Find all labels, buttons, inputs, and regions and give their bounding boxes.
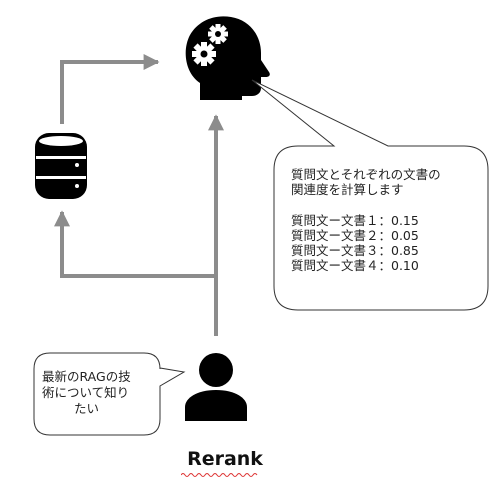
spellcheck-underline xyxy=(181,473,258,477)
score-row: 質問文ー文書２：0.05 xyxy=(291,228,419,243)
rerank-intro-line2: 関連度を計算します xyxy=(291,182,404,197)
user-bubble-text: 最新のRAGの技 術について知り たい xyxy=(42,369,131,417)
head-with-gears-icon xyxy=(185,16,270,101)
user-speech-bubble xyxy=(33,352,186,436)
person-icon xyxy=(185,353,247,421)
rerank-speech-bubble xyxy=(251,79,489,311)
arrows xyxy=(54,54,224,336)
arrow-database-to-model xyxy=(60,54,160,124)
database-icon xyxy=(35,133,87,199)
diagram-title: Rerank xyxy=(187,448,263,470)
score-row: 質問文ー文書４：0.10 xyxy=(291,258,419,273)
arrow-user-to-database xyxy=(54,210,216,278)
user-line2: 術について知り xyxy=(42,385,130,400)
rerank-intro-line1: 質問文とそれぞれの文書の xyxy=(291,167,441,182)
user-line1: 最新のRAGの技 xyxy=(42,369,131,384)
rerank-bubble-text: 質問文とそれぞれの文書の 関連度を計算します 質問文ー文書１：0.15 質問文ー… xyxy=(291,167,441,273)
score-row: 質問文ー文書３：0.85 xyxy=(291,243,419,258)
score-row: 質問文ー文書１：0.15 xyxy=(291,213,419,228)
user-line3: たい xyxy=(74,401,100,416)
